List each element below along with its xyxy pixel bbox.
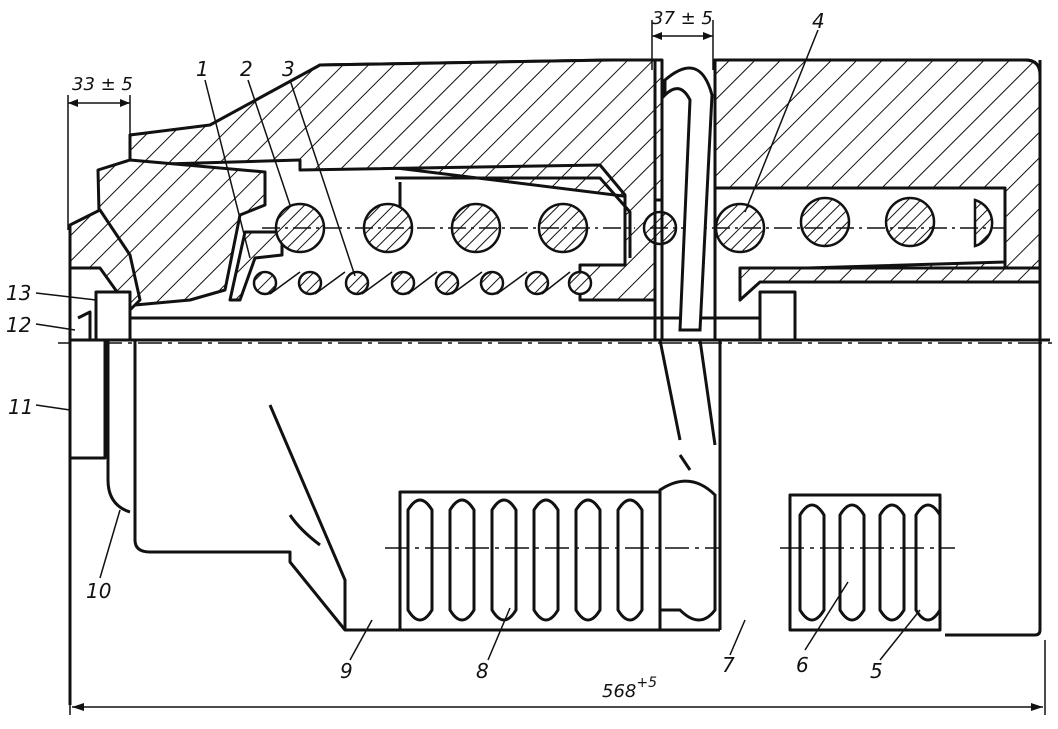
dimension-568-tolerance: +5 — [636, 675, 657, 691]
lower-spring-right — [780, 493, 955, 632]
outer-spring-right — [642, 196, 1005, 254]
callout-2: 2 — [240, 57, 253, 81]
callout-12: 12 — [6, 313, 31, 337]
plate-9 — [268, 404, 347, 630]
callout-7: 7 — [722, 653, 735, 677]
bolt-head — [68, 338, 107, 460]
dimension-33-text: 33 ± 5 — [72, 74, 133, 95]
washer-12 — [77, 310, 92, 340]
callout-6: 6 — [796, 653, 809, 677]
wedge-collar — [68, 208, 142, 312]
callout-8: 8 — [476, 659, 489, 683]
callout-10: 10 — [86, 579, 111, 603]
axial-bolt — [58, 290, 1055, 344]
housing-right-hatched-b — [713, 58, 1042, 277]
dimension-37-text: 37 ± 5 — [652, 8, 713, 29]
callout-1: 1 — [196, 57, 209, 81]
housing-right-step — [738, 266, 1042, 302]
lower-spring-left — [385, 479, 720, 632]
callout-3: 3 — [282, 57, 295, 81]
outer-spring-upper — [262, 176, 635, 258]
central-spring-diagonal — [653, 60, 717, 471]
dimension-33 — [67, 95, 131, 230]
callout-9: 9 — [340, 659, 353, 683]
dimension-568 — [69, 640, 1046, 715]
callout-11: 11 — [8, 395, 33, 419]
dimension-568-base: 568 — [602, 681, 636, 702]
dimension-37 — [651, 20, 714, 70]
inner-spring-small — [252, 270, 593, 296]
callout-13: 13 — [6, 281, 31, 305]
callout-4: 4 — [812, 9, 825, 33]
callout-5: 5 — [870, 659, 883, 683]
dimension-568-text: 568+5 — [602, 675, 657, 702]
callout-leaders — [35, 29, 921, 661]
